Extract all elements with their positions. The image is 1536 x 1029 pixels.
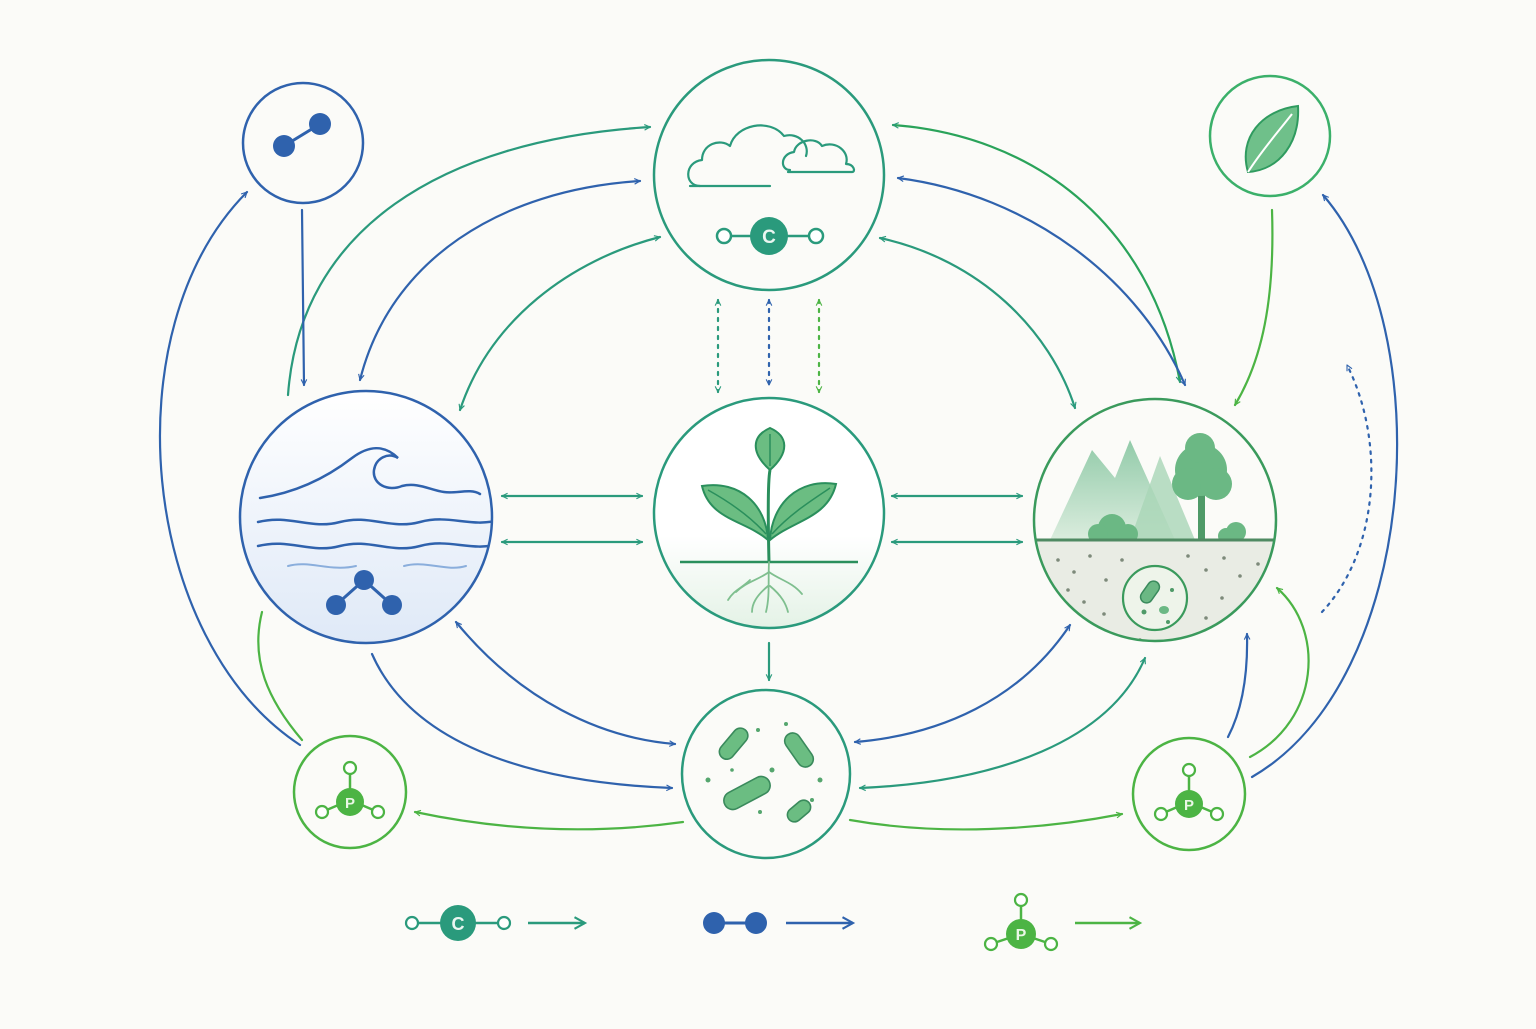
arrow-n2-to-ocean bbox=[302, 208, 304, 387]
phosphate-right-node: P bbox=[1131, 736, 1247, 852]
legend-phosphorus: P bbox=[983, 892, 1143, 952]
legend: C P bbox=[404, 892, 1143, 952]
arrow-ocean-to-phosphate-green bbox=[257, 610, 304, 742]
arrow-land-microbes-bottom bbox=[858, 658, 1147, 788]
arrow-ocean-microbes-top bbox=[454, 620, 677, 744]
phosphate-left-node: P bbox=[292, 734, 408, 850]
arrow-atmosphere-land-nitrogen bbox=[898, 178, 1187, 385]
landscape-icon bbox=[1050, 433, 1246, 544]
ocean-node bbox=[238, 389, 494, 645]
leaf-source-node bbox=[1208, 74, 1332, 198]
phosphate-right-molecule-icon: P bbox=[1153, 762, 1225, 822]
legend-carbon: C bbox=[404, 905, 588, 941]
arrow-atmosphere-ocean-carbon bbox=[460, 237, 660, 410]
phosphate-left-molecule-icon: P bbox=[314, 760, 386, 820]
n2-molecule-icon bbox=[273, 113, 331, 157]
arrow-microbes-to-phosphate-left bbox=[415, 812, 685, 831]
arrow-ocean-to-microbes-bottom bbox=[370, 652, 674, 788]
arrow-atmosphere-land-carbon bbox=[880, 238, 1075, 408]
ocean-nitrogen-molecule-icon bbox=[326, 570, 402, 615]
land-soil-node bbox=[1032, 397, 1278, 643]
arrow-microbes-to-upper-right-dotted bbox=[1320, 365, 1373, 614]
nitrogen-source-node bbox=[241, 81, 365, 205]
arrow-atmosphere-land-green bbox=[891, 125, 1180, 382]
arrow-phosphate-to-leaf-outer bbox=[1250, 193, 1399, 779]
phosphate-right-atom-label: P bbox=[1184, 797, 1194, 814]
arrow-phosphate-to-land-blue bbox=[1226, 632, 1247, 739]
atmosphere-carbon-atom-label: C bbox=[762, 227, 776, 248]
arrow-land-microbes-top bbox=[853, 623, 1072, 742]
arrow-phosphate-to-n2-outer bbox=[158, 190, 302, 747]
carbon-molecule-icon: C bbox=[715, 217, 825, 255]
legend-nitrogen bbox=[703, 912, 856, 934]
arrow-atmosphere-ocean-nitrogen bbox=[360, 181, 642, 380]
microbes-node bbox=[680, 688, 852, 860]
roots-icon bbox=[727, 561, 803, 613]
soil-microbe-icon bbox=[1121, 564, 1189, 632]
phosphate-left-atom-label: P bbox=[345, 795, 355, 812]
legend-carbon-atom-label: C bbox=[452, 914, 465, 934]
arrow-microbes-to-phosphate-right bbox=[848, 814, 1122, 831]
plant-node bbox=[652, 396, 886, 630]
flow-arrows bbox=[158, 125, 1399, 831]
arrow-leaf-to-land bbox=[1233, 208, 1274, 407]
wave-icon bbox=[256, 447, 492, 569]
atmosphere-node: C bbox=[652, 58, 886, 292]
leaf-icon bbox=[1244, 104, 1300, 174]
cloud-icon bbox=[687, 124, 856, 188]
sprout-icon bbox=[700, 426, 838, 563]
bacteria-icon bbox=[705, 722, 823, 823]
legend-phosphorus-atom-label: P bbox=[1016, 927, 1027, 944]
arrow-phosphate-to-land-green bbox=[1248, 586, 1310, 759]
